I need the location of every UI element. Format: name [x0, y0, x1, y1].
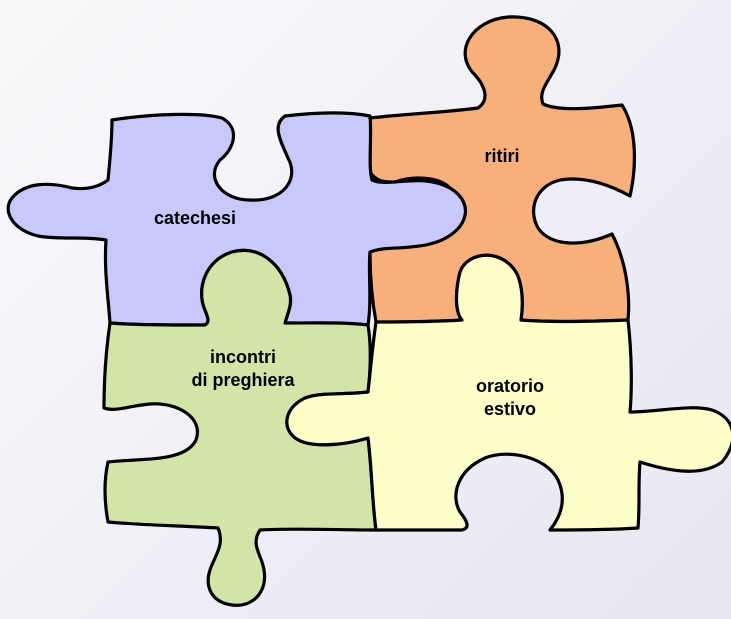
label-incontri-di-preghiera: incontri di preghiera: [158, 346, 328, 392]
label-line: di preghiera: [191, 370, 295, 390]
label-line: ritiri: [484, 146, 520, 166]
label-ritiri: ritiri: [462, 145, 542, 168]
label-line: oratorio: [475, 376, 544, 396]
label-line: catechesi: [153, 208, 237, 228]
piece-oratorio: [285, 253, 731, 532]
label-oratorio-estivo: oratorio estivo: [440, 375, 580, 421]
label-line: incontri: [210, 347, 276, 367]
label-catechesi: catechesi: [112, 207, 278, 230]
label-line: estivo: [483, 399, 537, 419]
